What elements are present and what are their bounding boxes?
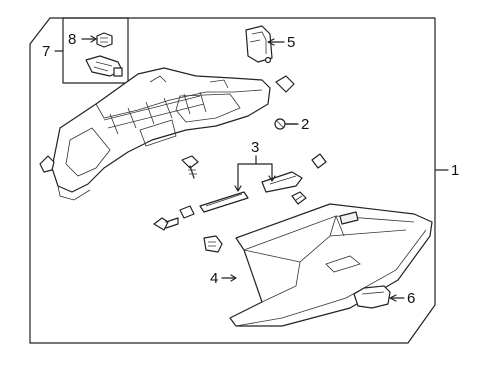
- retainer-clip-d: [179, 205, 195, 219]
- glove-box-bin: [229, 203, 433, 327]
- callout-8: 8: [68, 31, 76, 48]
- retainer-clip-a: [275, 75, 295, 93]
- bulb-part: [96, 32, 113, 48]
- damper-strut-b: [261, 171, 303, 193]
- screw-a: [291, 191, 307, 205]
- callout-1: 1: [451, 162, 459, 179]
- callout-2: 2: [301, 116, 309, 133]
- latch-part: [203, 235, 223, 253]
- assembly-outline: [29, 17, 436, 344]
- bumper-stop-part: [353, 285, 391, 309]
- fastener-a: [153, 217, 179, 231]
- callout-3: 3: [251, 139, 259, 156]
- knee-bolster-trim: [51, 67, 271, 201]
- switch-bracket-part: [245, 25, 273, 64]
- bolt-a: [181, 155, 199, 179]
- damper-strut-a: [199, 191, 249, 213]
- callout-4: 4: [210, 270, 218, 287]
- retainer-clip-b: [39, 155, 55, 173]
- callout-5: 5: [287, 34, 295, 51]
- lamp-housing-part: [85, 55, 123, 77]
- callout-7: 7: [42, 43, 50, 60]
- callout-6: 6: [407, 290, 415, 307]
- retainer-clip-c: [311, 153, 327, 169]
- leader-lines: [54, 35, 449, 302]
